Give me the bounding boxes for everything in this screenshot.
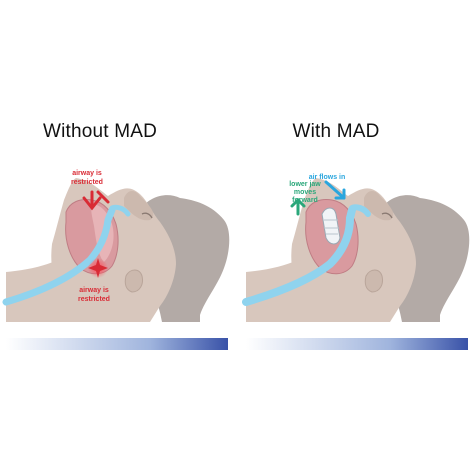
right-ear [364, 269, 383, 293]
right-panel: air flows in lower jaw moves forward [242, 174, 470, 350]
left-floor-bar [6, 338, 228, 350]
right-label-jaw-2: moves [294, 189, 316, 196]
right-label-jaw-3: forward [292, 197, 318, 204]
with-mad-title: With MAD [292, 121, 380, 142]
left-panel: airway is restricted airway is restricte… [2, 170, 230, 350]
right-air-arrow [324, 180, 346, 200]
right-floor-bar [246, 338, 468, 350]
left-label-top-2: restricted [71, 179, 103, 186]
right-label-air: air flows in [309, 174, 346, 181]
right-neck [246, 260, 348, 322]
left-label-bottom-1: airway is [79, 287, 109, 294]
right-airway [242, 206, 356, 306]
right-jaw-arrow [290, 197, 306, 216]
without-mad-title: Without MAD [42, 121, 158, 142]
right-mad-device [321, 207, 341, 245]
right-eye [381, 212, 393, 219]
right-airway-upper [349, 204, 371, 217]
left-label-top-1: airway is [72, 170, 102, 177]
left-eye [141, 212, 153, 219]
left-ear [124, 269, 143, 293]
left-neck [6, 260, 108, 322]
left-airway [2, 206, 116, 306]
left-label-bottom-2: restricted [78, 296, 110, 303]
left-red-arrow-top [82, 190, 102, 211]
left-restriction-star [88, 258, 108, 278]
right-label-jaw-1: lower jaw [289, 181, 321, 188]
left-red-arrow-top-2 [96, 190, 110, 204]
right-mad-device-teeth [324, 219, 339, 235]
left-airway-upper [109, 204, 131, 217]
